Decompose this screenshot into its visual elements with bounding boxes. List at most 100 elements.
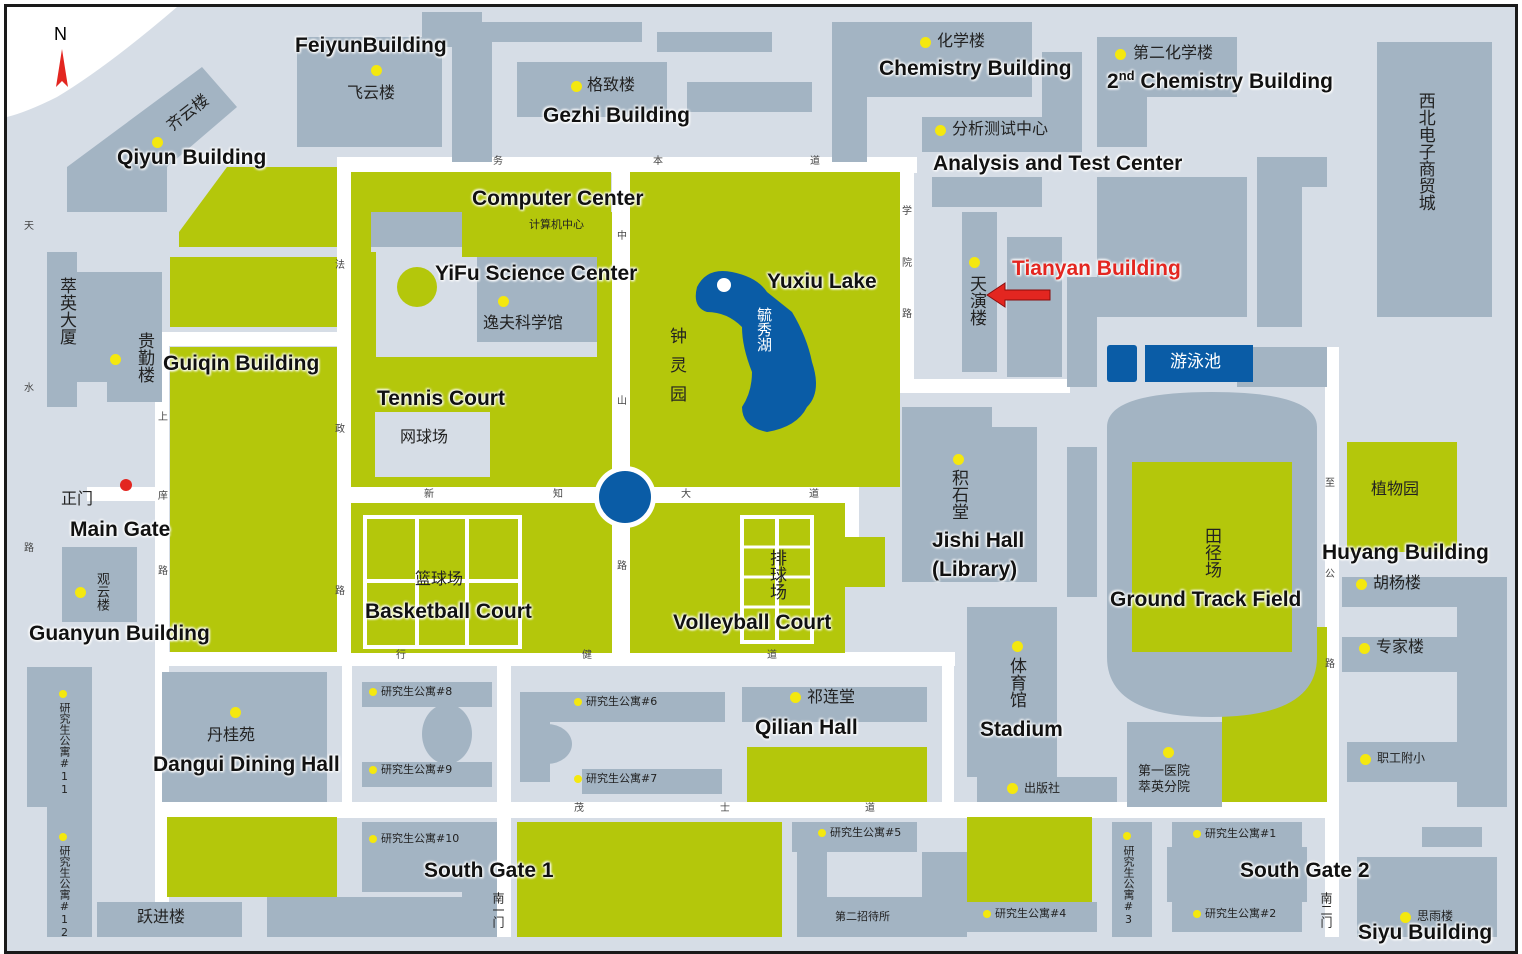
chemistry-cn: 化学楼	[937, 31, 986, 50]
road-xingjian-2: 健	[582, 650, 592, 661]
road-wuben-2: 本	[653, 156, 663, 167]
tennis-cn: 网球场	[400, 427, 449, 446]
main-gate-marker	[120, 479, 132, 491]
road-shangshang-1: 上	[158, 412, 168, 423]
gezhi-label: Gezhi Building	[543, 104, 690, 127]
road-maoshi-2: 士	[720, 803, 730, 814]
stadium-label: Stadium	[980, 718, 1063, 741]
roads	[87, 157, 1339, 937]
chemistry-marker	[920, 37, 931, 48]
track-infield	[1132, 462, 1292, 652]
dorm9-marker	[369, 766, 377, 774]
dorm1-cn: 研究生公寓#1	[1205, 827, 1277, 840]
road-tianshui-2: 水	[24, 383, 34, 394]
road-zhongshan-3: 路	[617, 561, 627, 572]
chem2-label: 2nd Chemistry Building	[1107, 68, 1333, 93]
volleyball-label: Volleyball Court	[673, 611, 832, 634]
volleyball-cn: 排球场	[766, 549, 786, 600]
feiyun-label: FeiyunBuilding	[295, 34, 447, 57]
dorm5-marker	[818, 829, 826, 837]
huyang-marker	[1356, 579, 1367, 590]
huyang-label: Huyang Building	[1322, 541, 1489, 564]
stadium-cn: 体育馆	[1006, 657, 1026, 708]
tianyan-marker	[969, 257, 980, 268]
south1-cn: 南一门	[491, 892, 505, 928]
botanic-cn: 植物园	[1371, 479, 1420, 498]
dangui-label: Dangui Dining Hall	[153, 753, 340, 776]
dorm8-marker	[369, 688, 377, 696]
press-cn: 出版社	[1024, 781, 1061, 795]
gezhi-marker	[571, 81, 582, 92]
yuxiu-cn: 毓秀湖	[755, 307, 773, 352]
dorm2-marker	[1193, 910, 1201, 918]
north-arrow-icon	[56, 49, 68, 87]
dorm10-marker	[369, 835, 377, 843]
road-xingjian-3: 道	[767, 650, 777, 661]
analysis-marker	[935, 125, 946, 136]
qiyun-label: Qiyun Building	[117, 146, 267, 169]
road-xueyuan-1: 学	[902, 206, 912, 217]
analysis-cn: 分析测试中心	[952, 119, 1049, 138]
main-gate-label: Main Gate	[70, 518, 171, 541]
road-fazheng-3: 路	[335, 586, 345, 597]
campus-map: N 飞云楼 齐云楼 格致楼 化学楼 第二化学楼 分析测试中心 西北电子商贸城 计…	[4, 4, 1518, 954]
hospital-marker	[1163, 747, 1174, 758]
library-label: (Library)	[932, 558, 1018, 581]
road-xueyuan-3: 路	[902, 309, 912, 320]
pool-cn: 游泳池	[1170, 352, 1221, 372]
road-fazheng-1: 法	[335, 260, 345, 271]
road-xingjian-1: 行	[396, 650, 406, 661]
guanyun-label: Guanyun Building	[29, 622, 210, 645]
north-label: N	[54, 24, 67, 44]
dangui-marker	[230, 707, 241, 718]
road-shangshang-2: 庠	[158, 491, 168, 502]
yifu-cn: 逸夫科学馆	[483, 313, 564, 332]
dorm6-cn: 研究生公寓#6	[586, 695, 658, 708]
water-features	[594, 271, 1253, 528]
school-cn: 职工附小	[1377, 751, 1426, 765]
basketball-cn: 篮球场	[415, 569, 464, 588]
yifu-label: YiFu Science Center	[435, 262, 638, 285]
stadium-marker	[1012, 641, 1023, 652]
south-gate-2-label: South Gate 2	[1240, 859, 1370, 882]
road-xinzhi-1: 新	[424, 489, 434, 500]
cuiying-cn: 萃英大厦	[56, 277, 76, 345]
tianyan-cn: 天演楼	[966, 275, 986, 326]
track-label: Ground Track Field	[1110, 588, 1302, 611]
dorm6-marker	[574, 698, 582, 706]
siyu-label: Siyu Building	[1358, 921, 1493, 944]
qilian-cn: 祁连堂	[807, 687, 856, 706]
dorm11-cn: 研究生公寓#11	[58, 702, 71, 796]
dorm7-cn: 研究生公寓#7	[586, 772, 658, 785]
road-xinzhi-2: 知	[553, 489, 563, 500]
dorm5-cn: 研究生公寓#5	[830, 826, 902, 839]
dorm7-marker	[574, 775, 582, 783]
yuxiu-label: Yuxiu Lake	[767, 270, 877, 293]
road-maoshi-1: 茂	[574, 803, 584, 814]
main-gate-cn: 正门	[61, 489, 94, 508]
jishi-label: Jishi Hall	[932, 529, 1025, 552]
yifu-marker	[498, 296, 509, 307]
school-marker	[1360, 754, 1371, 765]
dorm12-cn: 研究生公寓#12	[58, 845, 71, 939]
computer-cn: 计算机中心	[529, 218, 584, 231]
dorm9-cn: 研究生公寓#9	[381, 763, 453, 776]
road-xinzhi-4: 道	[809, 489, 819, 500]
expert-marker	[1359, 643, 1370, 654]
dorm8-cn: 研究生公寓#8	[381, 685, 453, 698]
hospital-cn-1: 第一医院	[1138, 764, 1191, 779]
tianyan-arrow-icon	[986, 282, 1051, 308]
qilian-marker	[790, 692, 801, 703]
dorm11-marker	[59, 690, 67, 698]
south2-cn: 南二门	[1319, 892, 1333, 928]
gezhi-cn: 格致楼	[587, 75, 636, 94]
road-zhongshan-1: 中	[617, 231, 627, 242]
jishi-cn: 积石堂	[948, 469, 968, 520]
road-wuben-3: 道	[810, 156, 820, 167]
tianyan-label: Tianyan Building	[1012, 257, 1181, 280]
press-marker	[1007, 783, 1018, 794]
road-zhigong-3: 路	[1325, 659, 1335, 670]
dorm4-cn: 研究生公寓#4	[995, 907, 1067, 920]
road-tianshui-1: 天	[24, 221, 34, 232]
guiqin-label: Guiqin Building	[163, 352, 320, 375]
